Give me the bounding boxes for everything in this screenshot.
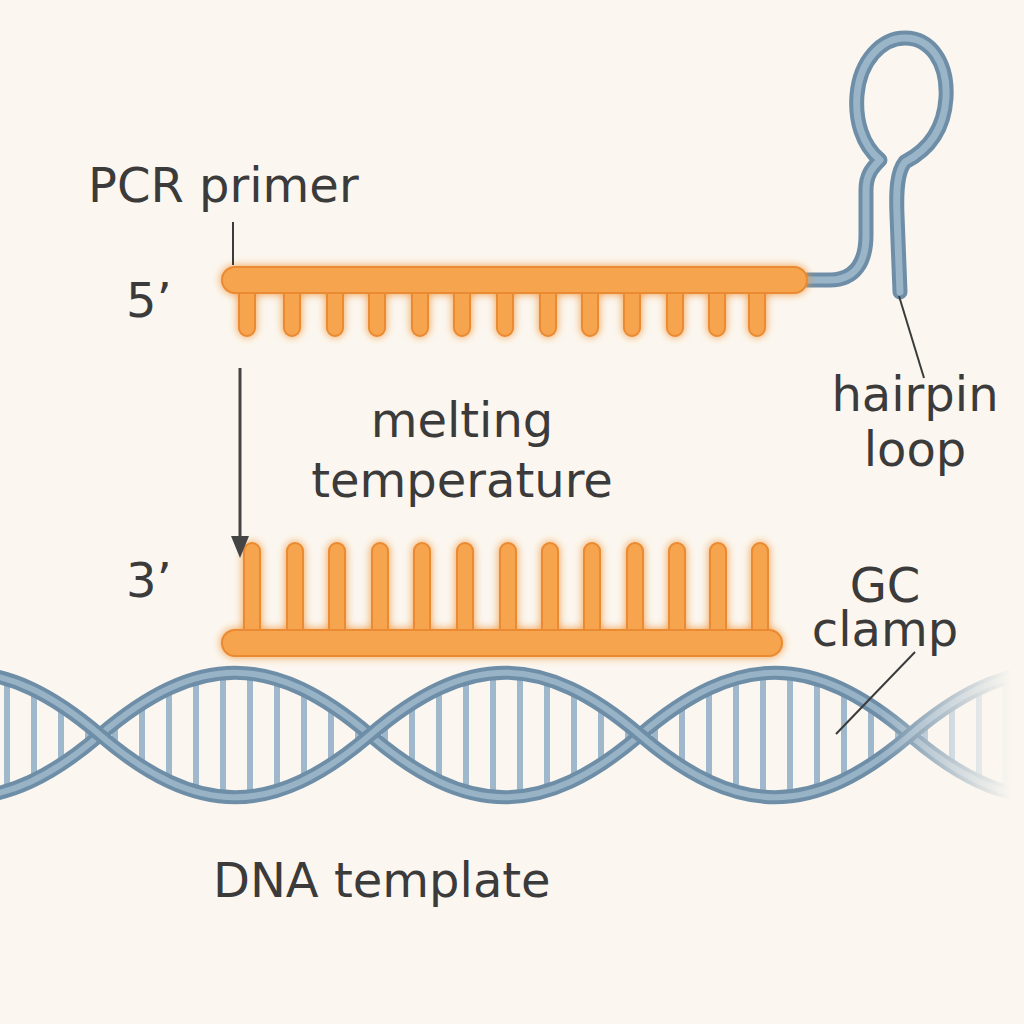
base-tooth [244, 543, 260, 637]
part-label: DNA template [213, 852, 551, 908]
helix-fade [870, 630, 1024, 830]
primer-backbone [222, 630, 782, 656]
part-label: hairpin loop [820, 367, 1010, 477]
base-tooth [542, 543, 558, 637]
annealing-arrow-head [231, 536, 249, 558]
base-tooth [500, 543, 516, 637]
base-tooth [584, 543, 600, 637]
base-tooth [710, 543, 726, 637]
dna-helix [0, 630, 1024, 830]
base-tooth [752, 543, 768, 637]
primer-backbone [222, 267, 807, 293]
end-label: 3’ [126, 552, 172, 608]
leader-line [899, 296, 924, 378]
leader-line [232, 222, 234, 265]
base-tooth [414, 543, 430, 637]
process-label: melting temperature [282, 390, 642, 510]
base-tooth [669, 543, 685, 637]
end-label: 5’ [126, 272, 172, 328]
hairpin-tail [800, 38, 946, 292]
leader-line [836, 652, 915, 734]
base-tooth [457, 543, 473, 637]
primer-strand-bottom [222, 543, 782, 656]
base-tooth [627, 543, 643, 637]
hairpin-highlight [800, 38, 946, 292]
part-label: GC clamp [790, 563, 980, 651]
annealing-arrow-shaft [239, 368, 242, 540]
base-tooth [329, 543, 345, 637]
part-label: PCR primer [88, 157, 359, 213]
base-tooth [287, 543, 303, 637]
primer-strand-top [222, 267, 807, 336]
hairpin-strand [800, 38, 946, 292]
base-tooth [372, 543, 388, 637]
